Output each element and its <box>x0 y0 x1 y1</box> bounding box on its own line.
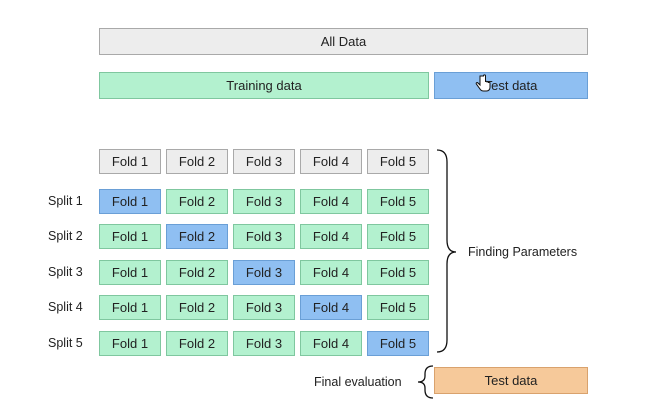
split-label-4: Split 4 <box>48 300 83 314</box>
split-4-fold-5: Fold 5 <box>367 295 429 320</box>
split-2-fold-1: Fold 1 <box>99 224 161 249</box>
split-1-fold-1: Fold 1 <box>99 189 161 214</box>
split-2-fold-4: Fold 4 <box>300 224 362 249</box>
split-3-fold-3: Fold 3 <box>233 260 295 285</box>
split-2-fold-5: Fold 5 <box>367 224 429 249</box>
split-label-2: Split 2 <box>48 229 83 243</box>
test-data-label: Test data <box>484 78 538 93</box>
final-evaluation-brace <box>417 365 434 399</box>
split-3-fold-2: Fold 2 <box>166 260 228 285</box>
split-5-fold-5: Fold 5 <box>367 331 429 356</box>
training-data-bar: Training data <box>99 72 429 99</box>
header-fold-5: Fold 5 <box>367 149 429 174</box>
split-4-fold-3: Fold 3 <box>233 295 295 320</box>
split-5-fold-1: Fold 1 <box>99 331 161 356</box>
split-3-fold-4: Fold 4 <box>300 260 362 285</box>
finding-parameters-brace <box>436 149 457 353</box>
split-4-fold-2: Fold 2 <box>166 295 228 320</box>
final-evaluation-label: Final evaluation <box>314 375 402 389</box>
test-data-bar: Test data <box>434 72 588 99</box>
final-test-data-bar: Test data <box>434 367 588 394</box>
split-4-fold-4: Fold 4 <box>300 295 362 320</box>
split-1-fold-5: Fold 5 <box>367 189 429 214</box>
header-fold-4: Fold 4 <box>300 149 362 174</box>
header-fold-1: Fold 1 <box>99 149 161 174</box>
all-data-label: All Data <box>320 34 367 49</box>
split-2-fold-3: Fold 3 <box>233 224 295 249</box>
all-data-bar: All Data <box>99 28 588 55</box>
final-test-data-label: Test data <box>484 373 538 388</box>
split-5-fold-4: Fold 4 <box>300 331 362 356</box>
split-label-5: Split 5 <box>48 336 83 350</box>
header-fold-2: Fold 2 <box>166 149 228 174</box>
header-fold-3: Fold 3 <box>233 149 295 174</box>
finding-parameters-label: Finding Parameters <box>468 245 578 259</box>
split-1-fold-3: Fold 3 <box>233 189 295 214</box>
training-data-label: Training data <box>226 78 302 93</box>
split-3-fold-5: Fold 5 <box>367 260 429 285</box>
hand-cursor-icon <box>475 74 491 92</box>
split-1-fold-4: Fold 4 <box>300 189 362 214</box>
split-label-3: Split 3 <box>48 265 83 279</box>
split-5-fold-2: Fold 2 <box>166 331 228 356</box>
split-label-1: Split 1 <box>48 194 83 208</box>
split-1-fold-2: Fold 2 <box>166 189 228 214</box>
split-5-fold-3: Fold 3 <box>233 331 295 356</box>
split-3-fold-1: Fold 1 <box>99 260 161 285</box>
split-2-fold-2: Fold 2 <box>166 224 228 249</box>
split-4-fold-1: Fold 1 <box>99 295 161 320</box>
